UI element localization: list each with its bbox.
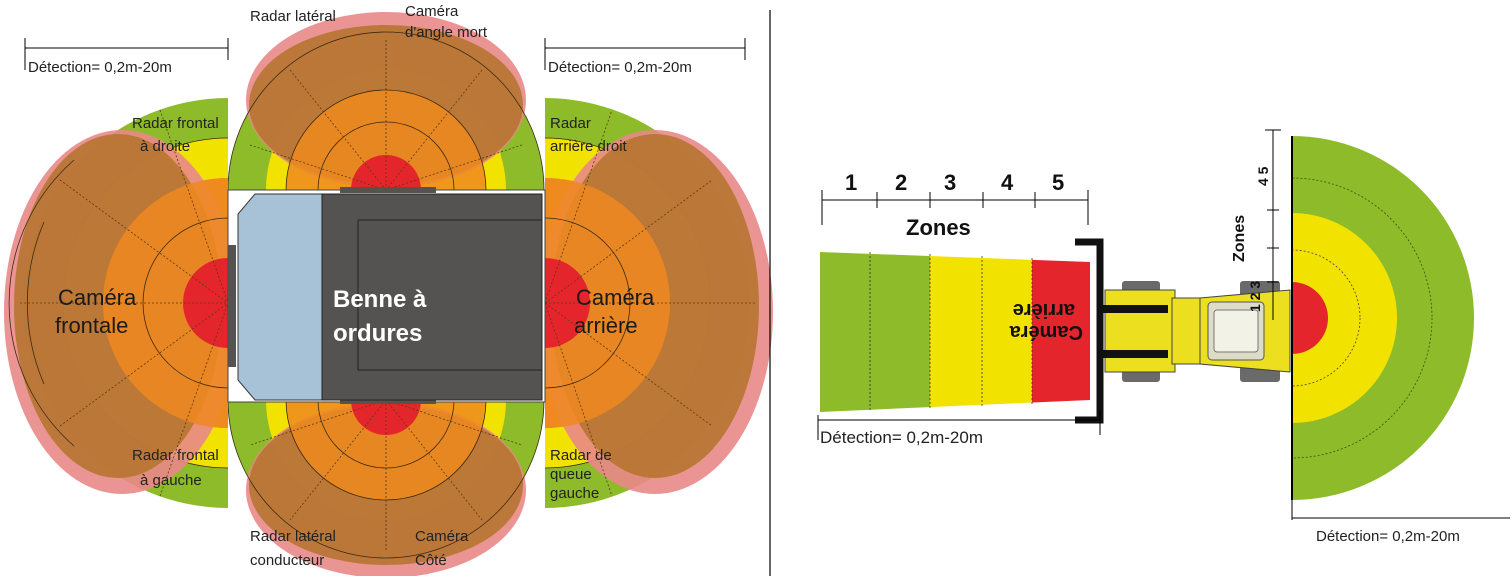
rear-left-radar-label-line1: Radar de (550, 447, 612, 464)
zone-axis (821, 190, 1089, 225)
detection-label-right: Détection= 0,2m-20m (548, 59, 692, 76)
front-camera-label-line2: frontale (55, 313, 128, 338)
detection-range-right (544, 38, 746, 70)
right-diagram: 1 2 3 4 5 Zones Caméra arrière (817, 129, 1510, 545)
zone-number-4: 4 (1001, 170, 1014, 195)
garbage-truck (227, 187, 546, 404)
side-radar-label: Radar latéral (250, 8, 336, 25)
truck-label-line2: ordures (333, 320, 422, 347)
zone-number-2: 2 (895, 170, 907, 195)
detection-label-right-panel: Détection= 0,2m-20m (820, 428, 983, 447)
side-camera-label-line1: Caméra (415, 528, 469, 545)
zones-title: Zones (906, 215, 971, 240)
zone-number-1: 1 (845, 170, 857, 195)
truck-label-line1: Benne à (333, 286, 427, 313)
top-side-zone (228, 12, 545, 191)
rear-left-radar-label-line3: gauche (550, 485, 599, 502)
rear-sensor-zone (537, 98, 773, 508)
detection-range-left (24, 38, 229, 70)
bottom-side-zone (228, 399, 545, 578)
rear-camera-label-line2: arrière (1013, 299, 1075, 321)
driver-side-radar-label-line2: conducteur (250, 552, 324, 569)
front-detection-field (1291, 136, 1474, 500)
zone-number-3: 3 (944, 170, 956, 195)
front-camera-label-line1: Caméra (58, 285, 137, 310)
zone-number-5: 5 (1052, 170, 1064, 195)
rear-left-radar-label-line2: queue (550, 466, 592, 483)
blind-spot-camera-label-line1: Caméra (405, 3, 459, 20)
rear-camera-label-rotated: Caméra arrière (1009, 299, 1083, 343)
front-sensor-zone (4, 98, 240, 508)
vertical-zone-numbers-mid: 1 2 3 (1247, 281, 1263, 312)
vertical-zone-axis (1265, 129, 1281, 320)
rear-vehicle (1100, 281, 1291, 382)
side-camera-label-line2: Côté (415, 552, 447, 569)
rear-camera-label-line1: Caméra (576, 285, 655, 310)
front-right-radar-label-line1: Radar frontal (132, 115, 219, 132)
driver-side-radar-label-line1: Radar latéral (250, 528, 336, 545)
blind-spot-camera-label-line2: d'angle mort (405, 24, 488, 41)
rear-detection-field (820, 252, 1090, 412)
detection-label-left: Détection= 0,2m-20m (28, 59, 172, 76)
rear-right-radar-label-line2: arrière droit (550, 138, 628, 155)
vertical-zone-numbers-top: 4 5 (1255, 166, 1271, 186)
vertical-zones-title: Zones (1231, 215, 1248, 262)
rear-camera-label-line2: arrière (574, 313, 638, 338)
front-left-radar-label-line2: à gauche (140, 472, 202, 489)
rear-camera-label-line1: Caméra (1009, 321, 1083, 343)
left-diagram: Détection= 0,2m-20m Détection= 0,2m-20m … (4, 3, 773, 578)
detection-label-far-right: Détection= 0,2m-20m (1316, 528, 1460, 545)
front-right-radar-label-line2: à droite (140, 138, 190, 155)
rear-right-radar-label-line1: Radar (550, 115, 591, 132)
front-left-radar-label-line1: Radar frontal (132, 447, 219, 464)
